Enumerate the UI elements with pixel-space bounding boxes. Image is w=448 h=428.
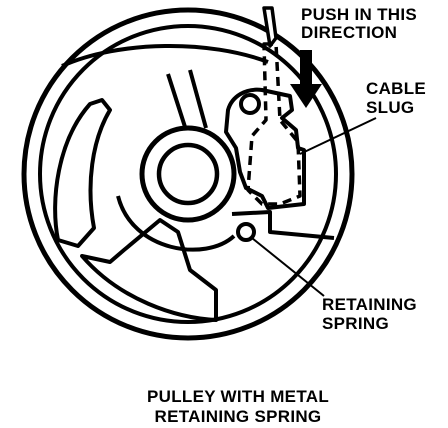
cable-slot bbox=[224, 87, 306, 210]
cable bbox=[262, 6, 278, 48]
label-push-line2: DIRECTION bbox=[301, 23, 397, 42]
label-cable-line2: SLUG bbox=[366, 98, 414, 117]
label-push-line1: PUSH IN THIS bbox=[301, 5, 417, 24]
caption-line1: PULLEY WITH METAL bbox=[147, 387, 329, 406]
pulley-window-lower bbox=[80, 218, 218, 322]
direction-arrow-icon bbox=[290, 50, 322, 108]
pulley-inner-arc bbox=[116, 195, 236, 252]
cable-slug-dashed bbox=[246, 42, 302, 206]
pulley-rim bbox=[21, 7, 355, 341]
label-spring-line2: SPRING bbox=[322, 314, 389, 333]
pulley-hub bbox=[139, 125, 237, 223]
label-spring-line1: RETAINING bbox=[322, 295, 417, 314]
pulley-spoke-upper bbox=[166, 69, 208, 131]
leader-cable-slug bbox=[299, 117, 377, 155]
leader-retaining-spring bbox=[251, 237, 325, 297]
label-cable-line1: CABLE bbox=[366, 79, 426, 98]
slot-hole bbox=[239, 93, 261, 115]
retaining-spring-ball bbox=[236, 222, 256, 242]
retaining-spring-pocket bbox=[231, 210, 335, 240]
pulley-window-left bbox=[53, 98, 112, 248]
caption-line2: RETAINING SPRING bbox=[155, 407, 322, 426]
pulley-window-top bbox=[61, 43, 269, 68]
